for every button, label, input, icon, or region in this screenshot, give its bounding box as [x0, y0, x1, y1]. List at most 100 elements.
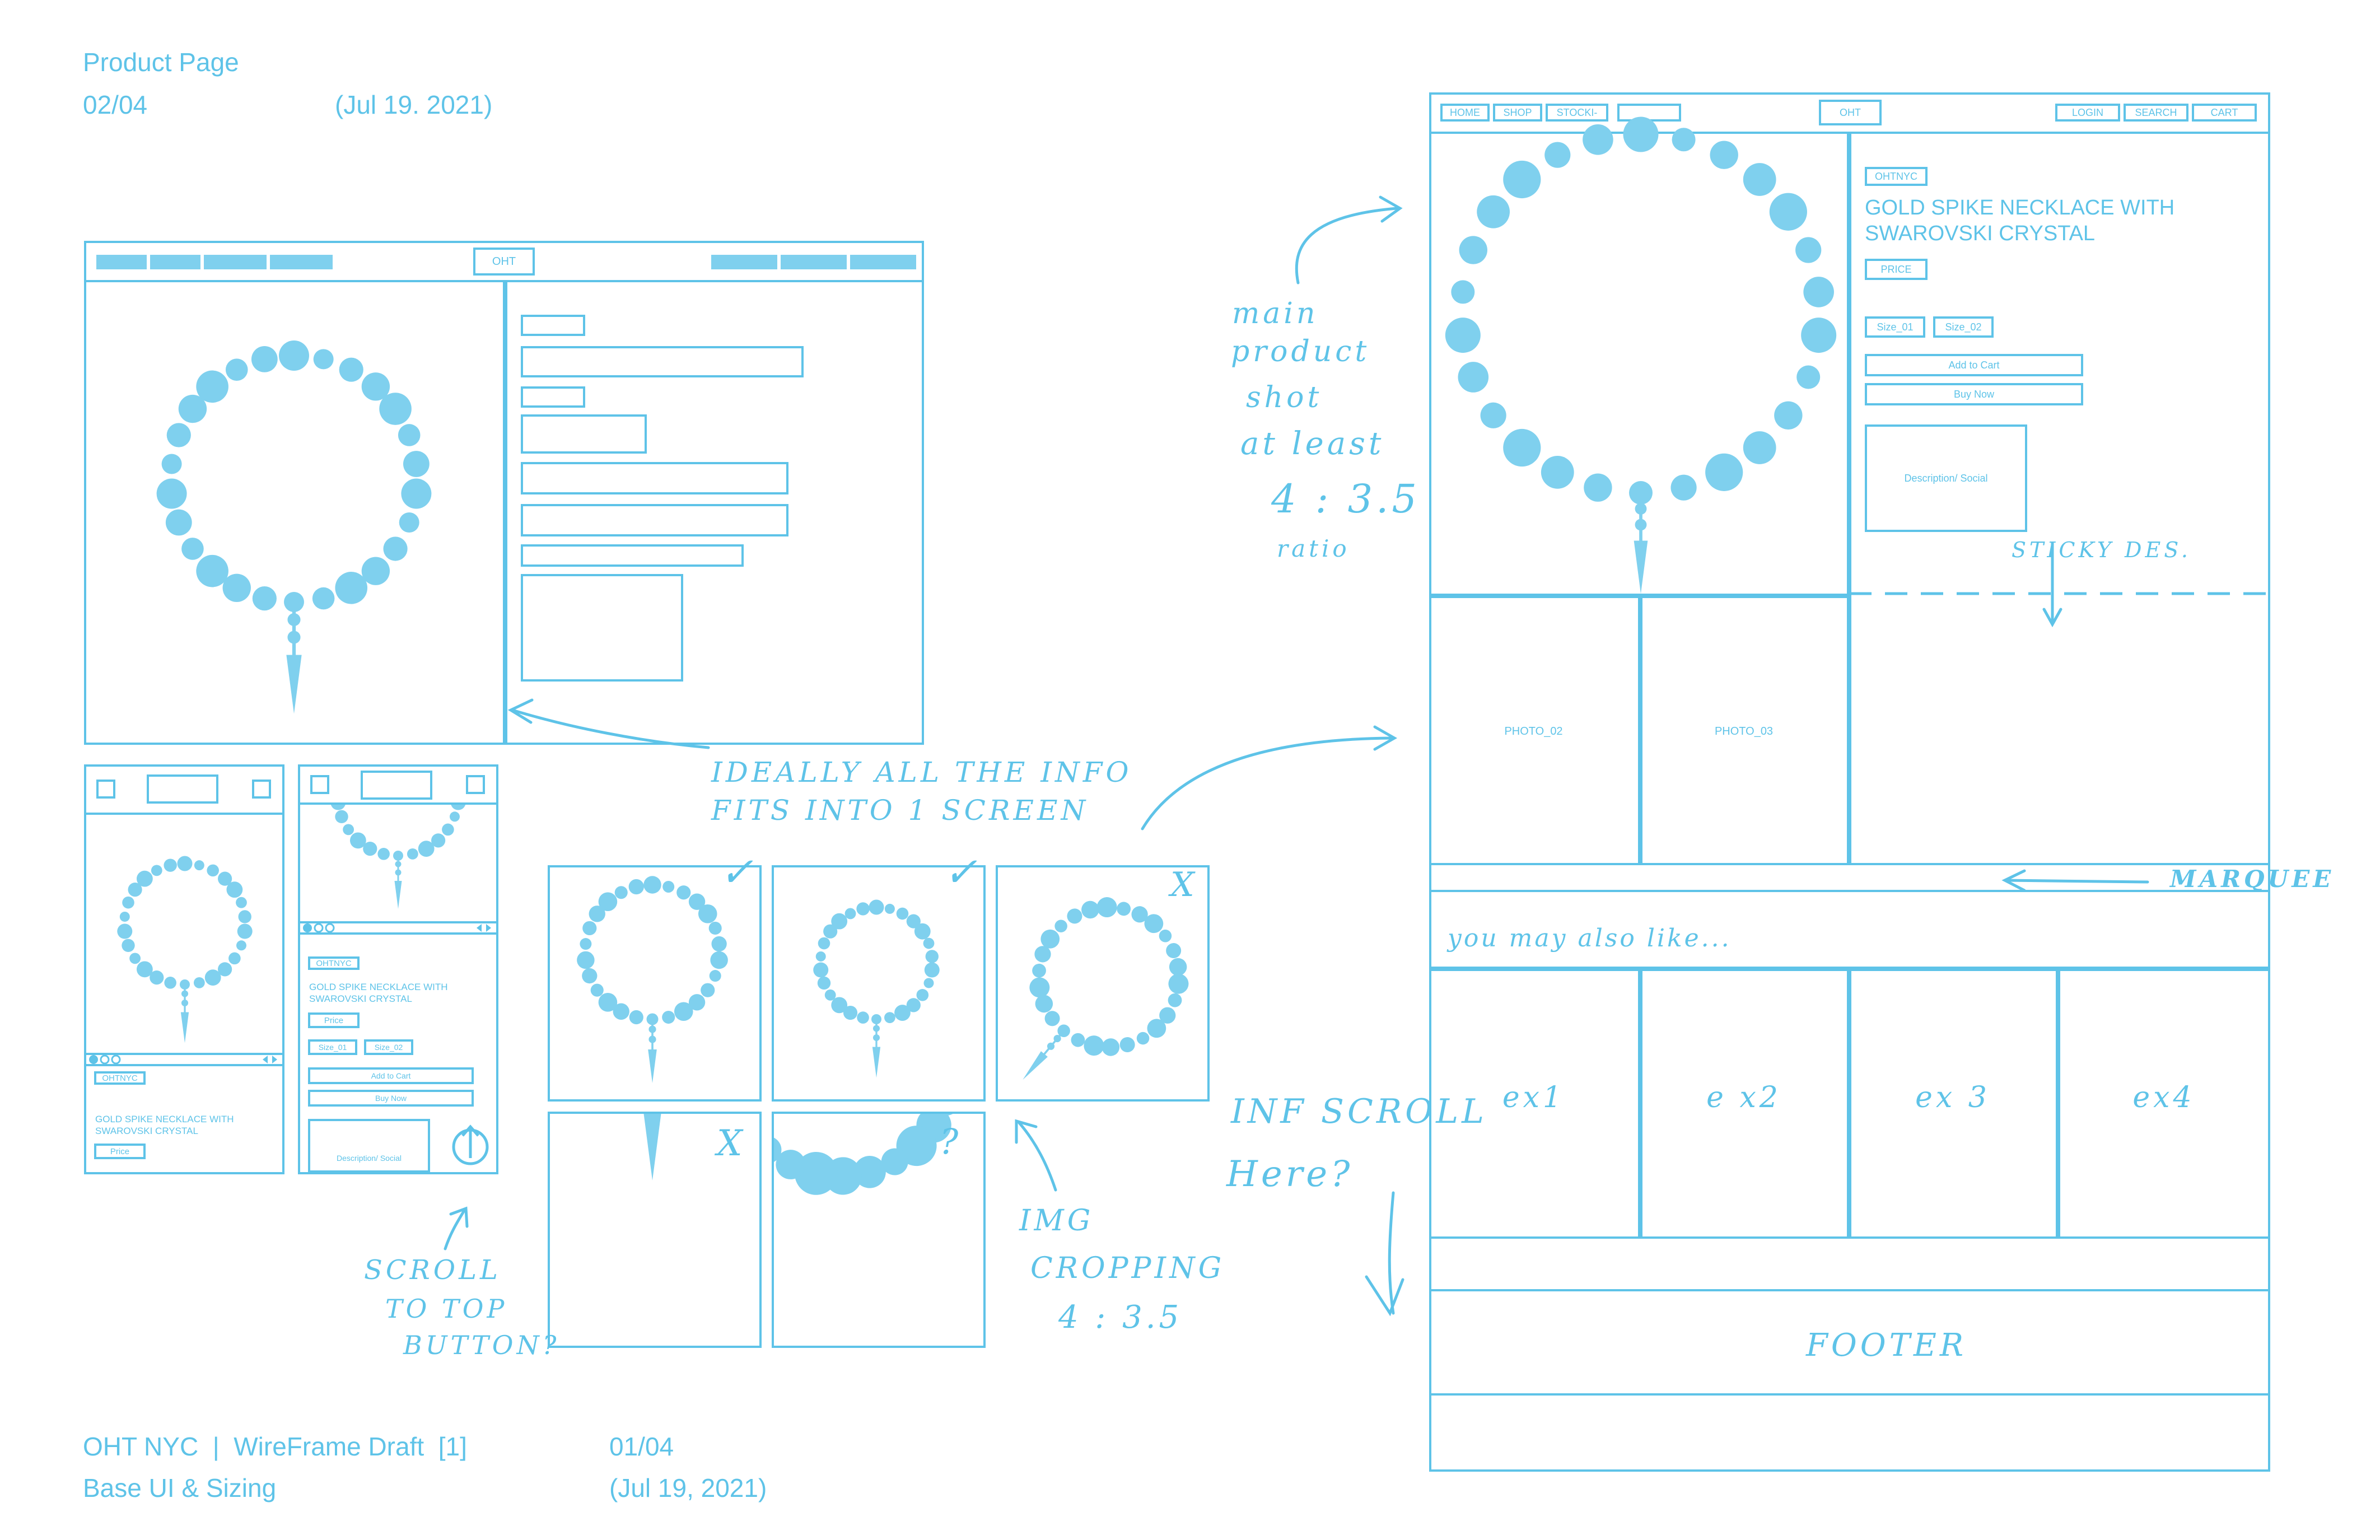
- crop-option-1: [548, 865, 762, 1102]
- desktop-description-box: [521, 574, 683, 682]
- crop-4-product-image: [643, 1114, 661, 1180]
- scroll-to-top-icon[interactable]: [452, 1124, 489, 1165]
- detail-size-2[interactable]: Size_02: [1933, 316, 1994, 338]
- arrow-to-desktop: [511, 708, 710, 749]
- arrow-img-crop: [1018, 1121, 1057, 1192]
- desktop-logo[interactable]: OHT: [473, 248, 535, 276]
- mobile-1-product-image: [117, 856, 253, 1043]
- marquee-strip: [1429, 863, 2270, 892]
- note-marquee: MARQUEE: [2170, 865, 2335, 893]
- mobile-1-price: Price: [94, 1144, 146, 1159]
- arrowhead-icon: [507, 698, 534, 724]
- nav-search-link[interactable]: SEARCH: [2124, 104, 2188, 122]
- footer-date: (Jul 19, 2021): [609, 1473, 767, 1502]
- detail-description-box: Description/ Social: [1865, 424, 2027, 532]
- desktop-buy-now-box[interactable]: [521, 504, 788, 536]
- mobile-2-logo-box[interactable]: [361, 771, 432, 800]
- mobile-2-buy-now-button[interactable]: Buy Now: [308, 1090, 474, 1107]
- crop-5-product-image: [774, 1114, 961, 1195]
- carousel-dot[interactable]: [314, 923, 324, 933]
- carousel-arrows-icon[interactable]: [477, 924, 491, 932]
- mobile-2-header: [298, 764, 498, 805]
- nav-home-link[interactable]: HOME: [1440, 104, 1490, 122]
- sheet-title: Product Page: [83, 48, 239, 77]
- nav-cart-link[interactable]: CART: [2192, 104, 2257, 122]
- mobile-2-product-image: [330, 805, 466, 909]
- desktop-info-box: [521, 544, 744, 567]
- arrowhead-icon: [1373, 725, 1398, 751]
- note-img-crop-2: CROPPING: [1030, 1252, 1225, 1285]
- carousel-dot-active[interactable]: [303, 923, 312, 932]
- note-inf-scroll-2: Here?: [1226, 1154, 1354, 1195]
- arrowhead-icon: [1015, 1119, 1038, 1144]
- desktop-nav-item[interactable]: [270, 255, 333, 269]
- desktop-nav-item[interactable]: [96, 255, 147, 269]
- arrowhead-icon: [2001, 869, 2026, 892]
- desktop-nav-item[interactable]: [850, 255, 916, 269]
- desktop-add-to-cart-box[interactable]: [521, 462, 788, 494]
- menu-icon[interactable]: [96, 780, 115, 799]
- desktop-nav-item[interactable]: [781, 255, 847, 269]
- carousel-dot-active[interactable]: [89, 1055, 98, 1064]
- rec-item-4[interactable]: ex4: [2132, 1081, 2195, 1114]
- mobile-2-size-2[interactable]: Size_02: [364, 1039, 413, 1055]
- crop-option-4: [548, 1112, 762, 1348]
- desktop-title-box: [521, 346, 804, 377]
- footer-section: [1429, 1289, 2270, 1396]
- menu-icon[interactable]: [310, 775, 329, 794]
- mobile-2-brand: OHTNYC: [308, 956, 360, 970]
- arrowhead-icon: [1379, 195, 1403, 223]
- rec-item-1[interactable]: ex1: [1502, 1081, 1565, 1114]
- carousel-arrows-icon[interactable]: [263, 1056, 277, 1063]
- mobile-2-add-to-cart-button[interactable]: Add to Cart: [308, 1067, 474, 1084]
- project-title: OHT NYC | WireFrame Draft [1]: [83, 1432, 467, 1461]
- crop-2-product-image: [813, 899, 940, 1078]
- sheet-subtitle: Base UI & Sizing: [83, 1473, 277, 1502]
- note-inf-scroll-1: INF SCROLL: [1231, 1092, 1487, 1131]
- desktop-nav-item[interactable]: [150, 255, 200, 269]
- detail-brand: OHTNYC: [1865, 167, 1928, 186]
- photo-02-label: PHOTO_02: [1504, 725, 1563, 738]
- carousel-dot[interactable]: [111, 1054, 121, 1065]
- detail-buy-now-button[interactable]: Buy Now: [1865, 383, 2083, 405]
- sheet-page-number: 02/04: [83, 90, 148, 119]
- arrow-to-photos: [1141, 736, 1393, 830]
- arrow-scroll-top: [444, 1208, 466, 1250]
- arrowhead-icon: [449, 1206, 469, 1228]
- nav-login-link[interactable]: LOGIN: [2055, 104, 2120, 122]
- arrowhead-icon: [1365, 1275, 1404, 1317]
- desktop-nav-item[interactable]: [204, 255, 267, 269]
- carousel-dot[interactable]: [325, 923, 335, 933]
- mobile-2-size-1[interactable]: Size_01: [308, 1039, 357, 1055]
- cart-icon[interactable]: [252, 780, 271, 799]
- note-main-shot-6: ratio: [1277, 535, 1350, 562]
- desktop-price-box: [521, 386, 585, 408]
- mobile-1-carousel-bar: [84, 1053, 284, 1066]
- nav-stockists-link[interactable]: STOCKI-: [1546, 104, 1608, 122]
- detail-add-to-cart-button[interactable]: Add to Cart: [1865, 354, 2083, 376]
- desktop-size-box: [521, 414, 647, 454]
- nav-logo[interactable]: OHT: [1819, 100, 1882, 125]
- crop-option-3: [996, 865, 1210, 1102]
- reject-mark-icon: X: [717, 1123, 746, 1164]
- crop-1-product-image: [577, 876, 728, 1083]
- mobile-1-product-name: GOLD SPIKE NECKLACE WITH SWAROVSKI CRYST…: [95, 1114, 234, 1136]
- rec-item-3[interactable]: ex 3: [1915, 1081, 1990, 1114]
- mobile-2-product-name: GOLD SPIKE NECKLACE WITH SWAROVSKI CRYST…: [309, 982, 448, 1004]
- carousel-dot[interactable]: [100, 1054, 110, 1065]
- nav-shop-link[interactable]: SHOP: [1493, 104, 1542, 122]
- cart-icon[interactable]: [466, 775, 485, 794]
- desktop-nav-item[interactable]: [711, 255, 777, 269]
- note-img-crop-1: IMG: [1019, 1204, 1094, 1238]
- crop-3-product-image: [1023, 897, 1189, 1080]
- also-like-heading: you may also like...: [1448, 924, 1732, 953]
- rec-item-2[interactable]: e x2: [1706, 1081, 1781, 1114]
- desktop-product-image: [156, 340, 432, 714]
- detail-size-1[interactable]: Size_01: [1865, 316, 1925, 338]
- arrowhead-icon: [2042, 608, 2062, 628]
- check-mark-icon: ✓: [720, 848, 757, 895]
- mobile-1-logo-box[interactable]: [147, 774, 218, 804]
- crop-option-2: [772, 865, 986, 1102]
